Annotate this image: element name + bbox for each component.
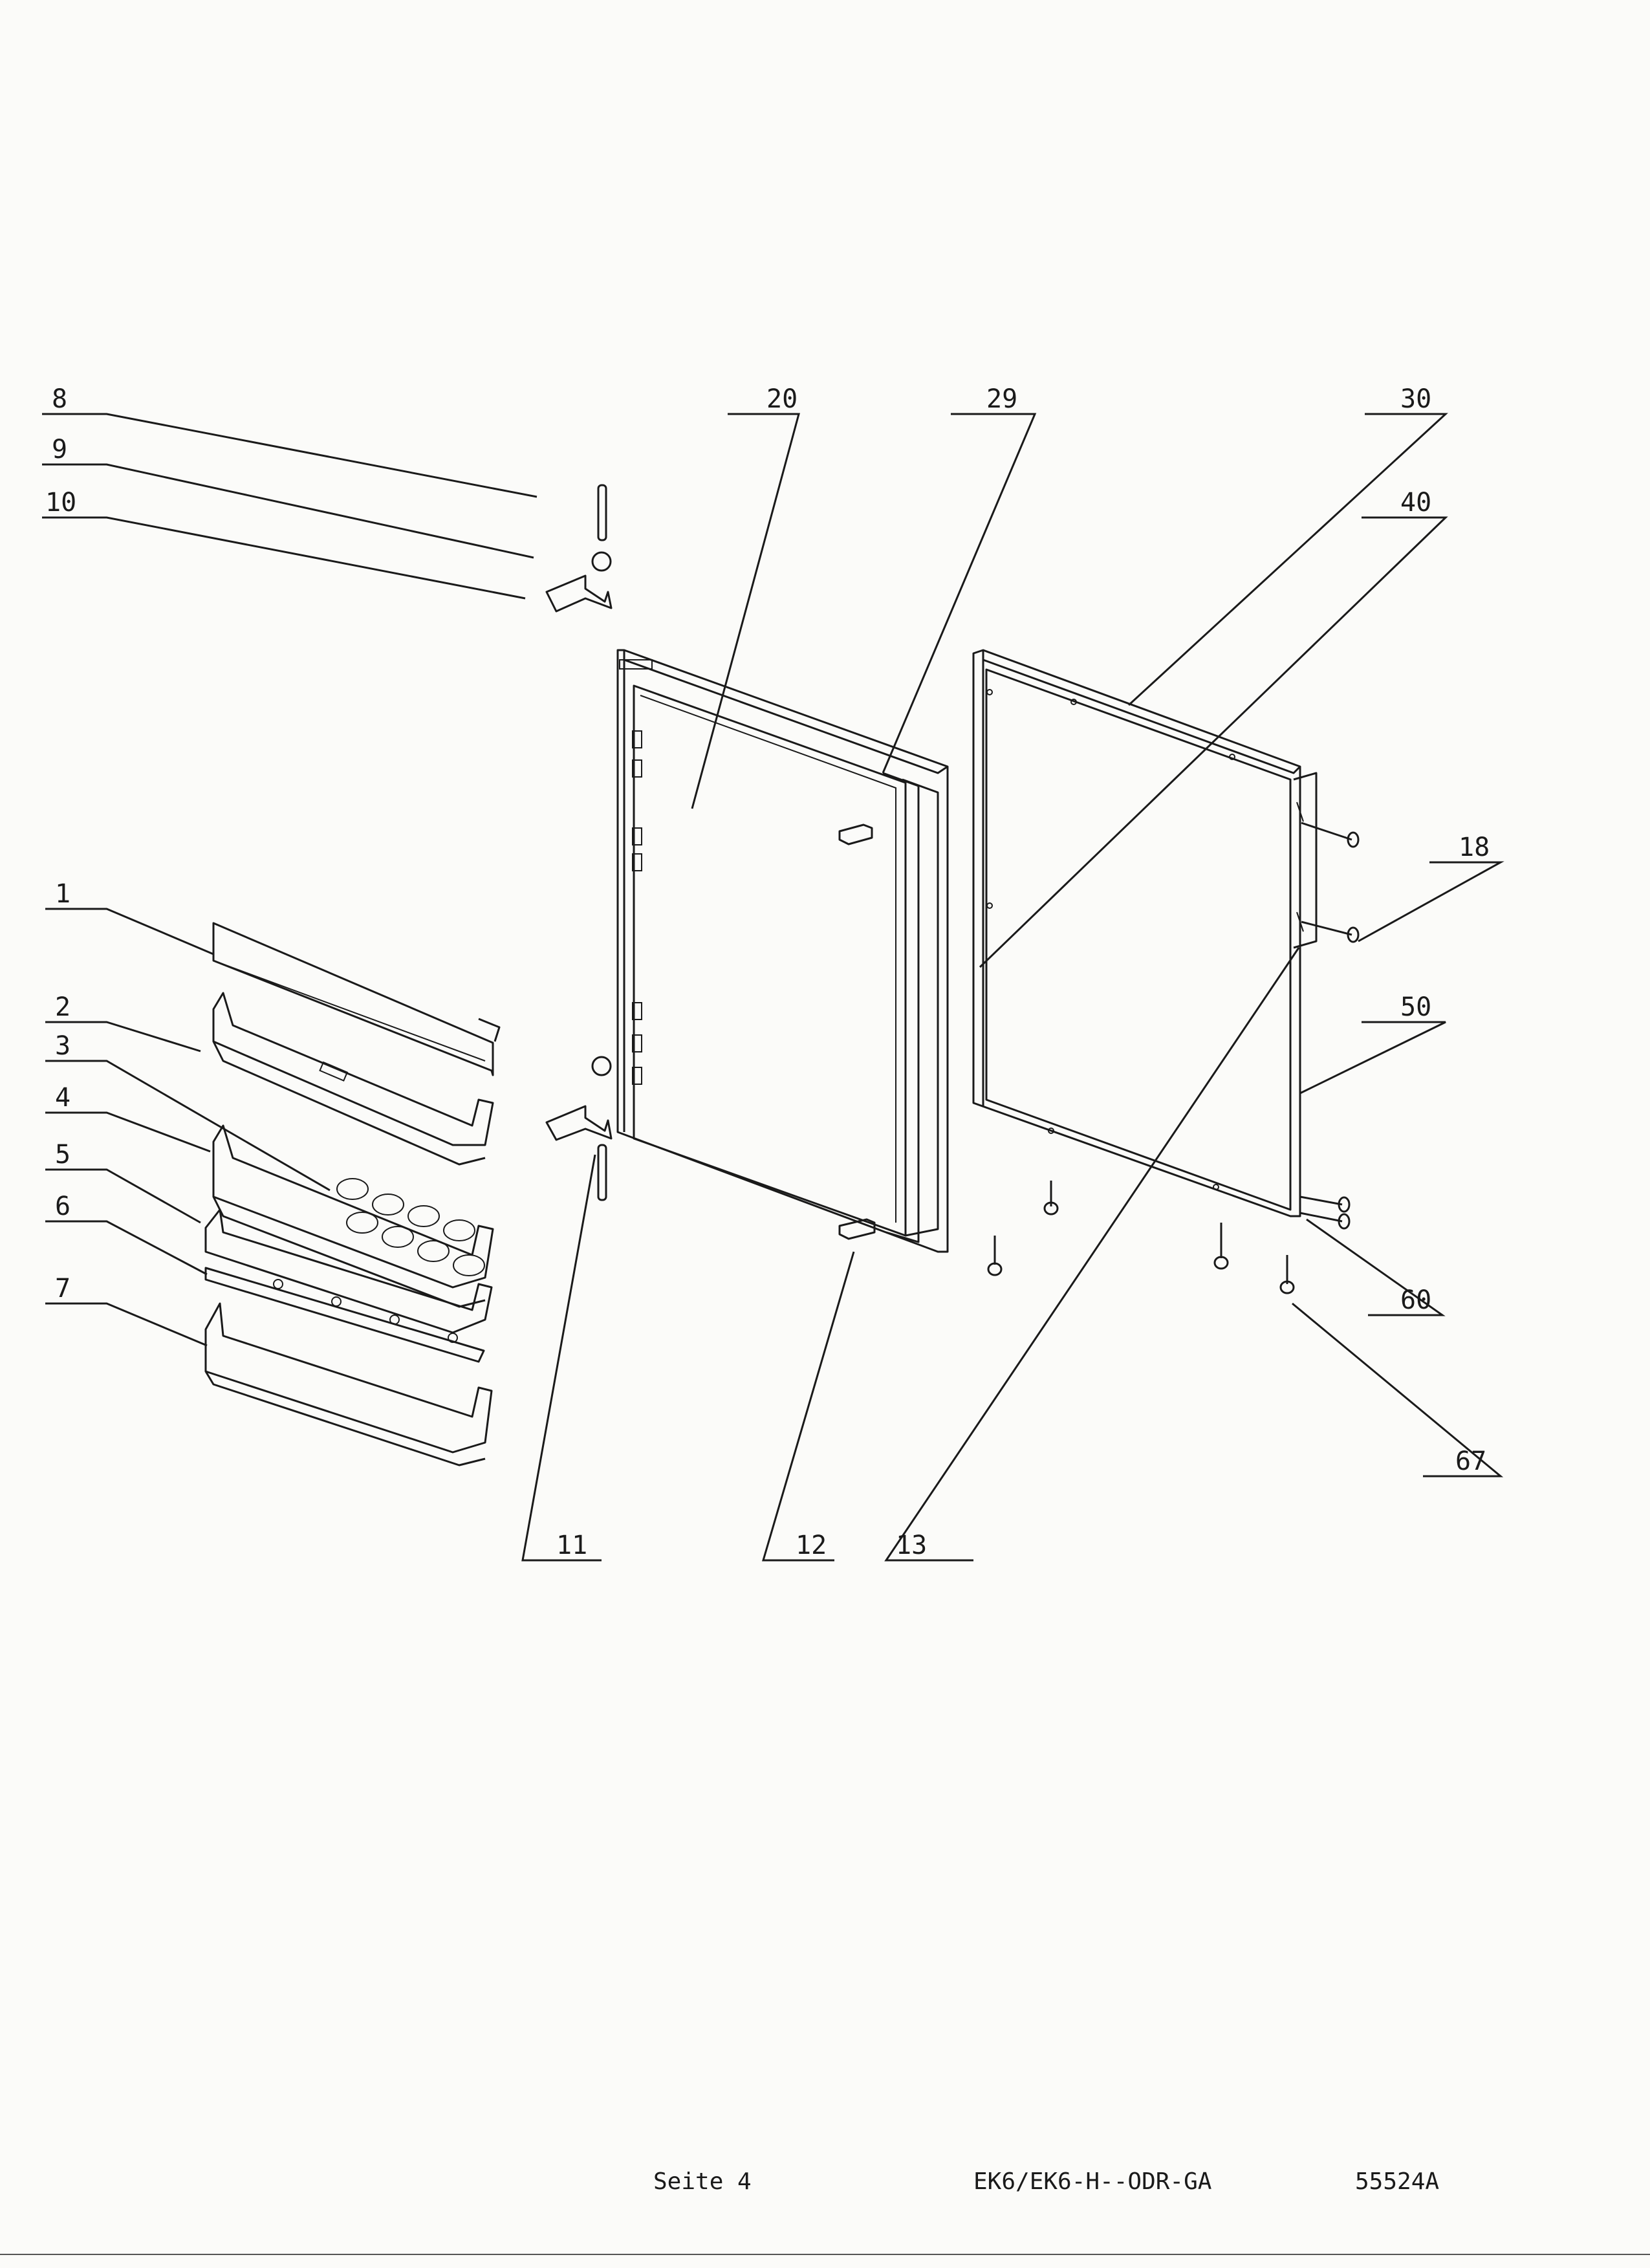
shelf-bar-part-5 (204, 1208, 493, 1334)
callout-3: 3 (55, 1031, 71, 1061)
callout-30: 30 (1400, 384, 1431, 414)
callout-1: 1 (55, 879, 71, 909)
screws-part-67 (987, 822, 1360, 1294)
callout-8: 8 (52, 384, 67, 414)
callout-40: 40 (1400, 488, 1431, 518)
top-hinge-part-10 (545, 574, 613, 613)
door-shelf-egg-tray-part-4 (212, 1124, 494, 1308)
callout-29: 29 (986, 384, 1017, 414)
callout-60: 60 (1400, 1285, 1431, 1315)
outer-door-panel-part-30 (972, 649, 1301, 1217)
bottom-hinge-part-11 (545, 1056, 613, 1201)
callout-6: 6 (55, 1192, 71, 1221)
footer-model: EK6/EK6-H--ODR-GA (973, 2168, 1212, 2195)
callout-2: 2 (55, 992, 71, 1022)
door-gasket-part-29 (882, 772, 920, 1243)
callout-20: 20 (766, 384, 798, 414)
callout-13: 13 (896, 1531, 927, 1560)
callout-50: 50 (1400, 992, 1431, 1022)
leader-lines (42, 413, 1504, 1562)
shelf-rail-part-6 (204, 1267, 485, 1363)
callout-5: 5 (55, 1140, 71, 1170)
bottom-rule (0, 2254, 1650, 2255)
shelf-cover-part-1 (212, 922, 501, 1076)
egg-tray-part-3 (336, 1178, 485, 1276)
callout-12: 12 (796, 1531, 827, 1560)
bottle-shelf-part-7 (204, 1302, 493, 1467)
latch-top-part (838, 823, 873, 845)
callout-7: 7 (55, 1274, 71, 1303)
footer-doc-number: 55524A (1355, 2168, 1440, 2195)
hinge-bracket-part-18 (1293, 772, 1318, 949)
callout-18: 18 (1459, 833, 1490, 862)
callout-10: 10 (45, 488, 76, 518)
door-shelf-part-2 (212, 992, 494, 1166)
hinge-bushing-part-9 (591, 551, 612, 572)
door-inner-liner-part-20 (616, 649, 949, 1253)
callout-labels: 8 9 10 20 29 30 40 18 50 60 67 1 2 3 4 5… (45, 384, 1490, 1560)
hinge-pin-part-8 (597, 484, 607, 541)
callout-4: 4 (55, 1083, 71, 1113)
callout-67: 67 (1455, 1446, 1486, 1476)
footer-page: Seite 4 (653, 2168, 752, 2195)
latch-bottom-part-12 (838, 1218, 876, 1240)
callout-11: 11 (556, 1531, 587, 1560)
callout-9: 9 (52, 435, 67, 464)
